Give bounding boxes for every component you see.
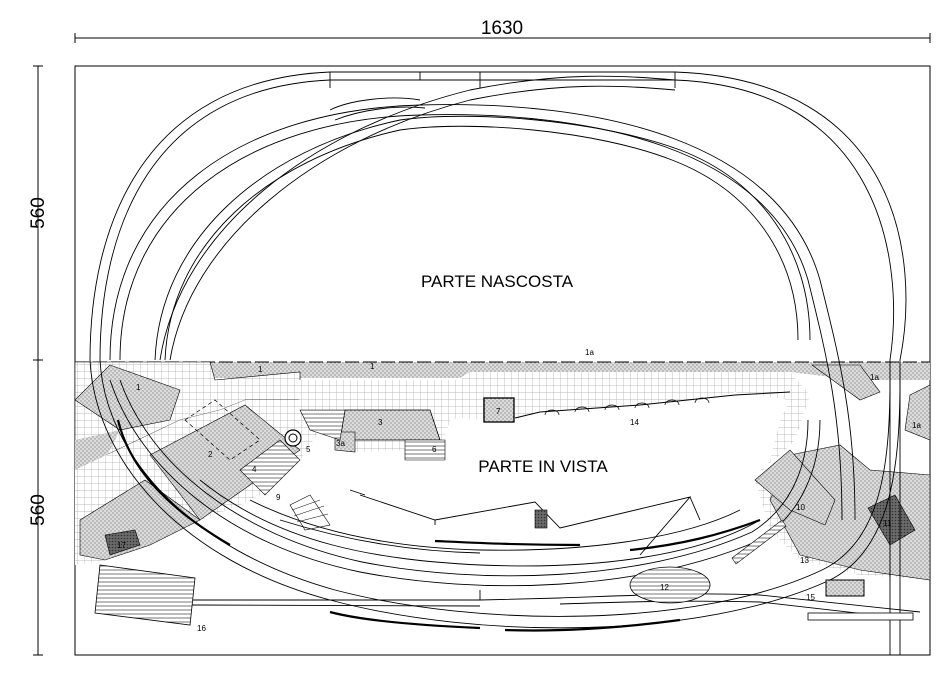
width-label: 1630 <box>481 18 523 39</box>
height-dimension <box>33 65 43 656</box>
visible-part-label: PARTE IN VISTA <box>478 457 608 476</box>
label-14: 14 <box>630 418 639 427</box>
small-block <box>534 509 548 529</box>
wall-14 <box>514 391 791 419</box>
hidden-tracks <box>89 71 907 655</box>
hidden-part-label: PARTE NASCOSTA <box>421 272 574 291</box>
label-2: 2 <box>208 450 213 459</box>
area-1a-far <box>904 384 931 441</box>
label-17: 17 <box>117 541 126 550</box>
label-7: 7 <box>496 407 501 416</box>
building-17 <box>104 529 141 556</box>
ramp-13 <box>731 519 787 565</box>
building-6 <box>404 439 446 461</box>
building-10 <box>754 449 836 526</box>
label-5: 5 <box>306 445 311 454</box>
label-12: 12 <box>660 583 669 592</box>
label-1a-top: 1a <box>585 348 594 357</box>
label-6: 6 <box>432 445 437 454</box>
label-1a-far: 1a <box>912 421 921 430</box>
grid-area <box>75 372 930 580</box>
arches <box>544 397 710 416</box>
front-rails <box>116 419 761 632</box>
height-visible-label: 560 <box>28 494 49 526</box>
shed-16 <box>94 564 196 626</box>
label-1a-right: 1a <box>870 373 879 382</box>
turntable-inner <box>288 433 298 443</box>
label-1-mid2: 1 <box>370 362 375 371</box>
building-4 <box>239 439 301 496</box>
label-4: 4 <box>252 465 257 474</box>
label-15: 15 <box>806 593 815 602</box>
label-11: 11 <box>883 519 892 528</box>
platform-12 <box>629 566 711 604</box>
board-outline <box>74 65 931 656</box>
label-1-left: 1 <box>136 383 141 392</box>
building-7 <box>483 397 515 423</box>
building-11 <box>867 494 916 546</box>
height-hidden-label: 560 <box>28 197 49 229</box>
label-9: 9 <box>276 493 281 502</box>
label-1-mid1: 1 <box>258 365 263 374</box>
object-15 <box>825 579 865 597</box>
visible-tracks <box>89 359 921 629</box>
label-10: 10 <box>796 503 805 512</box>
label-16: 16 <box>197 624 206 633</box>
area-1-pavement <box>75 430 120 470</box>
label-3a: 3a <box>336 439 345 448</box>
dashed-outline-2 <box>184 399 261 461</box>
stairs-steps <box>291 499 329 523</box>
siding-buffer <box>807 612 914 621</box>
width-dimension <box>74 33 931 43</box>
label-13: 13 <box>800 556 809 565</box>
label-3: 3 <box>378 418 383 427</box>
stair-block <box>299 409 346 441</box>
